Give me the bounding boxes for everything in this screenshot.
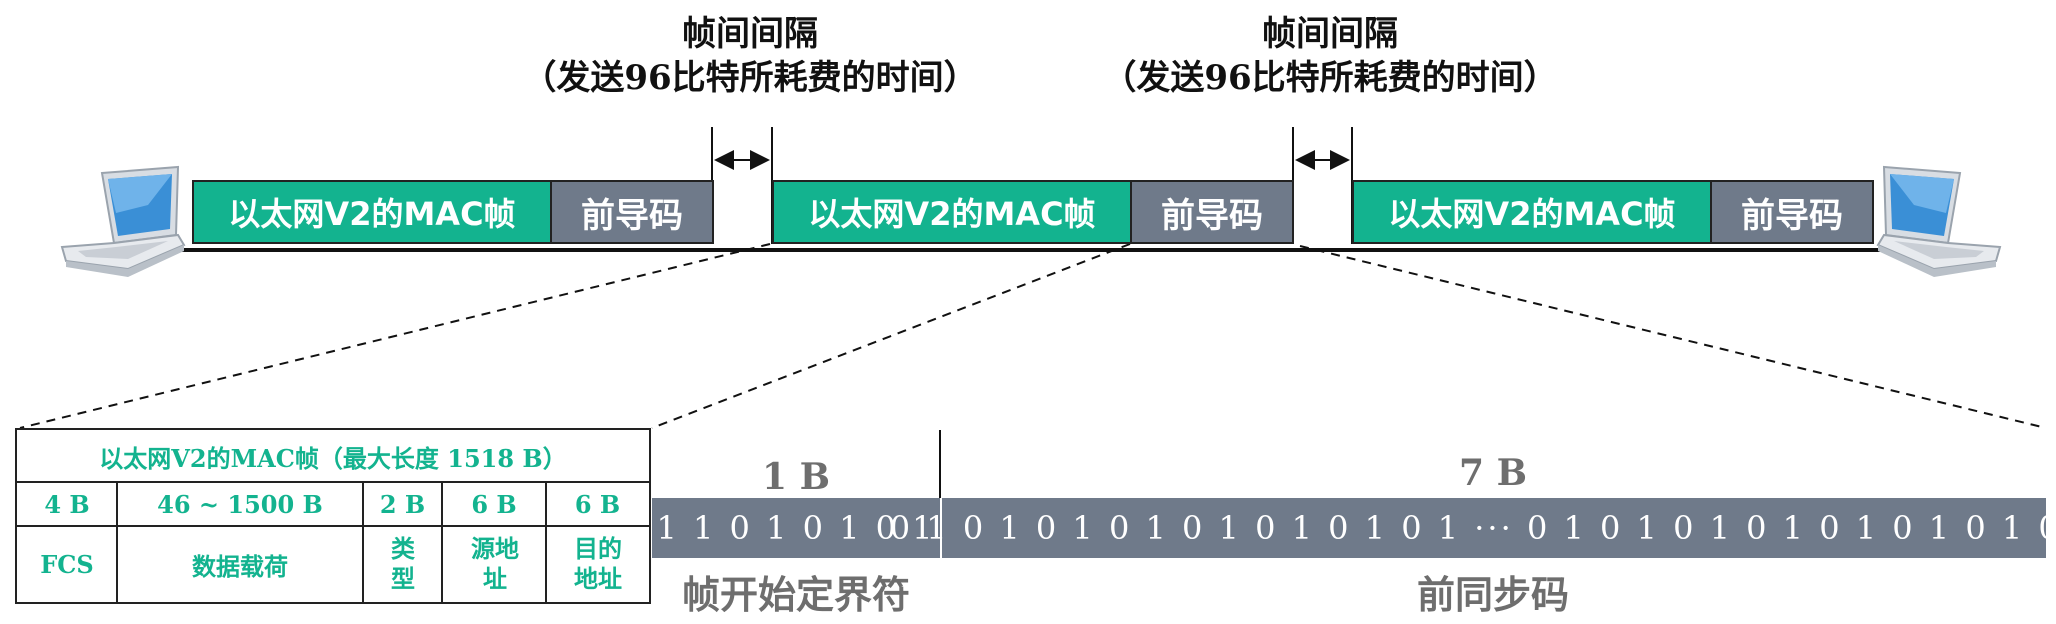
gap-title: 帧间间隔 bbox=[1262, 14, 1398, 54]
sfd-bits: 1 1 0 1 0 1 0 1 bbox=[652, 498, 940, 558]
sync-size: 7 B bbox=[1458, 452, 1527, 494]
size-fcs: 4 B bbox=[44, 489, 90, 519]
field-src: 源地址 bbox=[471, 534, 519, 593]
field-payload: 数据载荷 bbox=[192, 551, 288, 581]
preamble-block: 前导码 bbox=[1130, 180, 1294, 244]
sfd-label: 帧开始定界符 bbox=[681, 572, 910, 617]
field-dst: 目的地址 bbox=[574, 534, 622, 593]
preamble-block: 前导码 bbox=[1710, 180, 1874, 244]
mac-frame: 以太网V2的MAC帧 bbox=[772, 180, 1132, 244]
sfd-size: 1 B bbox=[761, 456, 830, 498]
table-grid bbox=[17, 481, 649, 602]
laptop-icon bbox=[60, 165, 186, 277]
size-type: 2 B bbox=[379, 489, 426, 519]
size-payload: 46 ~ 1500 B bbox=[157, 489, 323, 519]
field-type: 类型 bbox=[391, 534, 415, 593]
laptop-icon bbox=[1876, 165, 2002, 277]
gap-subtitle: （发送96比特所耗费的时间） bbox=[522, 58, 978, 98]
gap-label-1: 帧间间隔 （发送96比特所耗费的时间） bbox=[470, 12, 1030, 100]
mac-frame: 以太网V2的MAC帧 bbox=[1352, 180, 1712, 244]
preamble-block: 前导码 bbox=[550, 180, 714, 244]
gap-label-2: 帧间间隔 （发送96比特所耗费的时间） bbox=[1050, 12, 1610, 100]
size-src: 6 B bbox=[471, 489, 517, 519]
gap-subtitle: （发送96比特所耗费的时间） bbox=[1102, 58, 1558, 98]
size-dst: 6 B bbox=[574, 489, 621, 519]
mac-frame: 以太网V2的MAC帧 bbox=[192, 180, 552, 244]
mac-frame-table: 以太网V2的MAC帧（最大长度 1518 B） 4 B 46 ~ 1500 B … bbox=[15, 428, 651, 604]
table-title: 以太网V2的MAC帧（最大长度 1518 B） bbox=[99, 443, 567, 473]
zoom-line bbox=[651, 243, 1131, 429]
gap-title: 帧间间隔 bbox=[682, 14, 818, 54]
zoom-line bbox=[19, 243, 771, 429]
sync-label: 前同步码 bbox=[1416, 572, 1569, 617]
sync-bits: 0 1 0 1 0 1 0 1 0 1 0 1 0 1 0 1 ··· 0 1 … bbox=[890, 498, 2056, 558]
field-fcs: FCS bbox=[40, 549, 94, 579]
